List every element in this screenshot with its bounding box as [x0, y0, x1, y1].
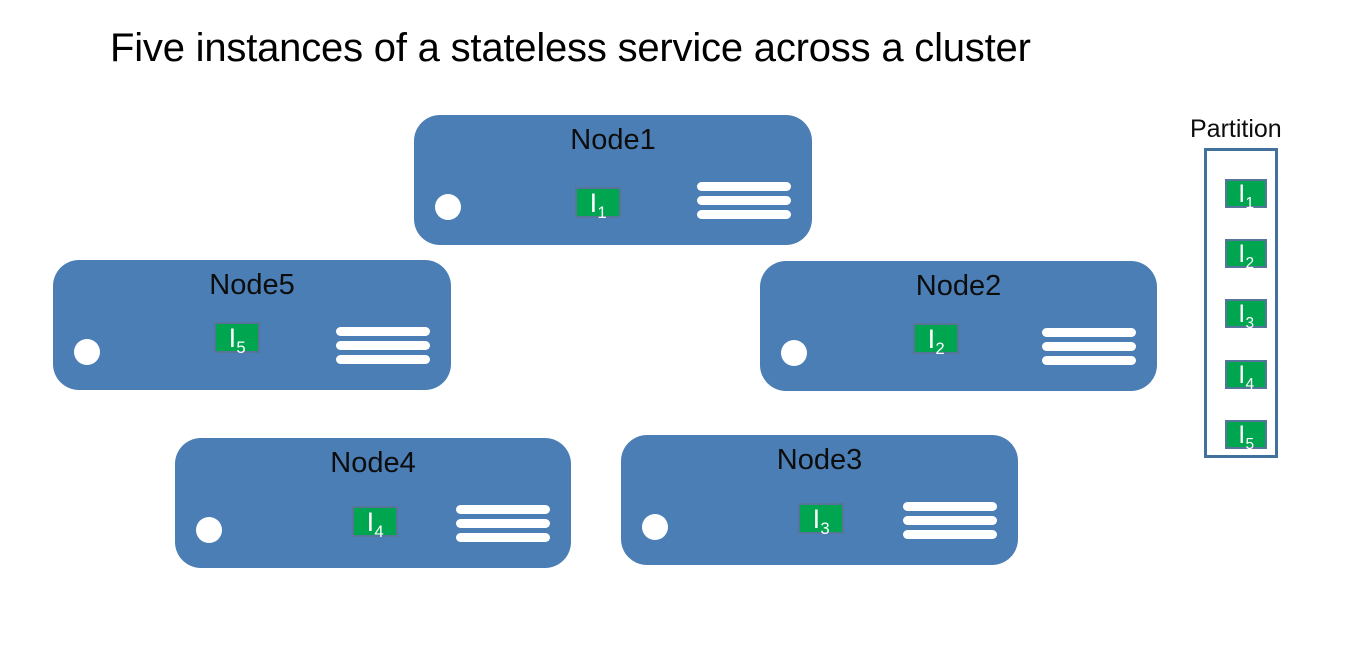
instance-chip-subscript: 4: [374, 522, 384, 542]
server-slot-bar: [1042, 342, 1136, 351]
node-label: Node5: [209, 269, 295, 301]
server-slots-icon: [1042, 328, 1136, 365]
instance-chip-I2[interactable]: I2: [913, 323, 959, 358]
partition-item-subscript: 1: [1245, 194, 1255, 212]
instance-chip-I4[interactable]: I4: [352, 506, 398, 541]
page-title: Five instances of a stateless service ac…: [110, 26, 1031, 70]
node-label: Node3: [776, 444, 863, 476]
instance-chip-label: I2: [927, 324, 945, 359]
partition-item-I4[interactable]: I4: [1225, 360, 1267, 393]
node-label: Node2: [915, 270, 1002, 302]
instance-chip-subscript: 3: [820, 519, 830, 539]
node-label: Node1: [570, 124, 656, 156]
server-slots-icon: [456, 505, 550, 542]
server-slot-bar: [456, 533, 550, 542]
partition-item-label: I1: [1238, 180, 1255, 212]
power-indicator-icon: [196, 517, 222, 543]
server-slots-icon: [903, 502, 997, 539]
node-label: Node4: [330, 447, 416, 479]
instance-chip-I3[interactable]: I3: [798, 503, 844, 538]
server-slot-bar: [336, 341, 430, 350]
partition-item-subscript: 5: [1245, 435, 1255, 453]
power-indicator-icon: [435, 194, 461, 220]
server-slot-bar: [1042, 356, 1136, 365]
partition-item-I2[interactable]: I2: [1225, 239, 1267, 272]
power-indicator-icon: [74, 339, 100, 365]
server-slots-icon: [697, 182, 791, 219]
instance-chip-label: I3: [812, 504, 830, 539]
instance-chip-label: I4: [366, 507, 384, 542]
partition-item-I1[interactable]: I1: [1225, 179, 1267, 212]
partition-item-subscript: 2: [1245, 254, 1255, 272]
partition-item-subscript: 3: [1245, 314, 1255, 332]
server-slot-bar: [336, 327, 430, 336]
server-slot-bar: [697, 210, 791, 219]
partition-label: Partition: [1190, 115, 1282, 143]
server-slot-bar: [903, 530, 997, 539]
instance-chip-subscript: 1: [597, 203, 607, 223]
partition-item-I5[interactable]: I5: [1225, 420, 1267, 453]
instance-chip-label: I5: [228, 323, 246, 358]
partition-item-subscript: 4: [1245, 375, 1255, 393]
server-slots-icon: [336, 327, 430, 364]
partition-item-I3[interactable]: I3: [1225, 299, 1267, 332]
power-indicator-icon: [642, 514, 668, 540]
instance-chip-I1[interactable]: I1: [575, 187, 621, 222]
server-slot-bar: [903, 516, 997, 525]
server-slot-bar: [903, 502, 997, 511]
partition-item-label: I5: [1238, 421, 1255, 453]
partition-item-label: I2: [1238, 240, 1255, 272]
instance-chip-subscript: 5: [236, 338, 246, 358]
partition-item-label: I4: [1238, 361, 1255, 393]
server-slot-bar: [1042, 328, 1136, 337]
server-slot-bar: [456, 519, 550, 528]
server-slot-bar: [336, 355, 430, 364]
server-slot-bar: [697, 196, 791, 205]
instance-chip-subscript: 2: [935, 339, 945, 359]
instance-chip-label: I1: [589, 188, 607, 223]
partition-item-label: I3: [1238, 300, 1255, 332]
power-indicator-icon: [781, 340, 807, 366]
server-slot-bar: [456, 505, 550, 514]
instance-chip-I5[interactable]: I5: [214, 322, 260, 357]
server-slot-bar: [697, 182, 791, 191]
